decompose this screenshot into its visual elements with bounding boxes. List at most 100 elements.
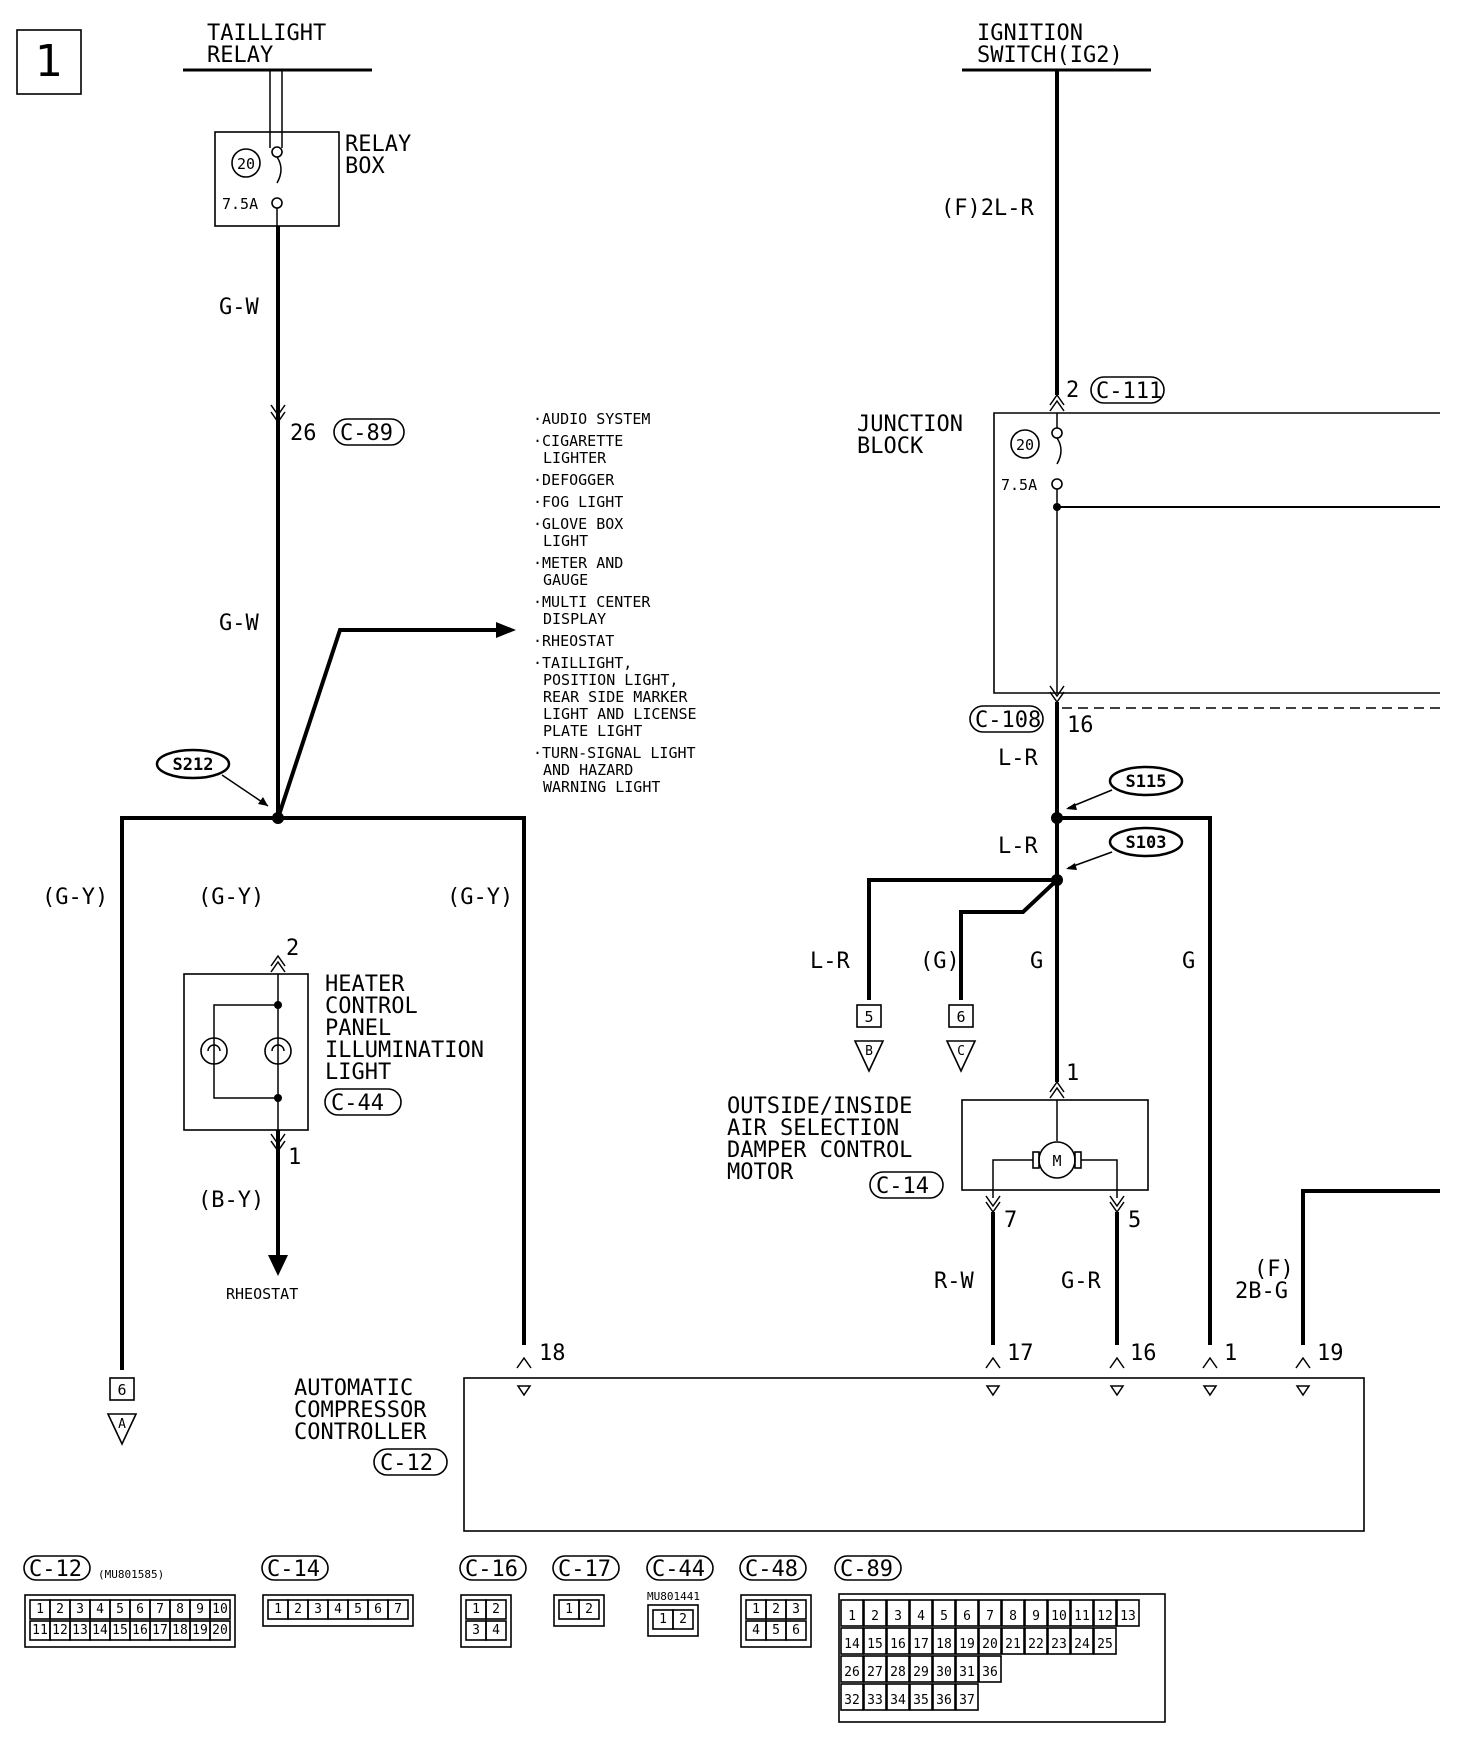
svg-text:17: 17 bbox=[152, 1623, 168, 1638]
page-number-box bbox=[16, 29, 82, 95]
svg-text:3: 3 bbox=[314, 1602, 322, 1617]
svg-text:ILLUMINATION: ILLUMINATION bbox=[325, 1038, 484, 1063]
svg-text:8: 8 bbox=[176, 1602, 184, 1617]
svg-text:28: 28 bbox=[890, 1665, 906, 1680]
svg-text:14: 14 bbox=[92, 1623, 108, 1638]
svg-text:31: 31 bbox=[959, 1665, 975, 1680]
svg-text:6: 6 bbox=[117, 1381, 126, 1399]
svg-text:12: 12 bbox=[1097, 1609, 1113, 1624]
svg-text:6: 6 bbox=[136, 1602, 144, 1617]
svg-text:C-14: C-14 bbox=[876, 1174, 929, 1199]
svg-text:24: 24 bbox=[1074, 1637, 1090, 1652]
svg-text:OUTSIDE/INSIDE: OUTSIDE/INSIDE bbox=[727, 1094, 912, 1119]
svg-text:25: 25 bbox=[1097, 1637, 1113, 1652]
svg-text:LIGHT AND LICENSE: LIGHT AND LICENSE bbox=[543, 705, 697, 723]
svg-text:2: 2 bbox=[679, 1612, 687, 1627]
rheostat-destination: RHEOSTAT bbox=[226, 1285, 298, 1303]
svg-text:5: 5 bbox=[354, 1602, 362, 1617]
svg-text:·RHEOSTAT: ·RHEOSTAT bbox=[533, 632, 614, 650]
svg-text:34: 34 bbox=[890, 1693, 906, 1708]
offpage-connector-a: 6 A bbox=[106, 1377, 138, 1446]
svg-text:18: 18 bbox=[172, 1623, 188, 1638]
svg-text:1: 1 bbox=[36, 1602, 44, 1617]
svg-text:20: 20 bbox=[982, 1637, 998, 1652]
svg-text:17: 17 bbox=[1007, 1341, 1034, 1366]
svg-text:2: 2 bbox=[492, 1602, 500, 1617]
svg-text:C-48: C-48 bbox=[745, 1557, 798, 1582]
svg-text:17: 17 bbox=[913, 1637, 929, 1652]
svg-text:PLATE LIGHT: PLATE LIGHT bbox=[543, 722, 642, 740]
svg-text:10: 10 bbox=[1051, 1609, 1067, 1624]
svg-text:C-44: C-44 bbox=[652, 1557, 705, 1582]
svg-text:16: 16 bbox=[1130, 1341, 1157, 1366]
wire-label-g-paren: (G) bbox=[920, 949, 960, 974]
splice-s212: S212 bbox=[155, 748, 269, 807]
offpage-connector-b: 5 B bbox=[853, 1004, 885, 1073]
svg-text:36: 36 bbox=[982, 1665, 998, 1680]
svg-text:·GLOVE BOX: ·GLOVE BOX bbox=[533, 515, 623, 533]
wire-label-f2lr: (F)2L-R bbox=[941, 196, 1034, 221]
svg-text:6: 6 bbox=[963, 1609, 971, 1624]
svg-text:·CIGARETTE: ·CIGARETTE bbox=[533, 432, 623, 450]
svg-text:18: 18 bbox=[936, 1637, 952, 1652]
svg-text:7.5A: 7.5A bbox=[1001, 476, 1037, 494]
wire-label-f2bg: (F) bbox=[1254, 1257, 1294, 1282]
relay-box: 20 7.5A RELAY BOX bbox=[214, 131, 411, 227]
splice-s103: S103 bbox=[1066, 826, 1184, 870]
svg-text:7: 7 bbox=[156, 1602, 164, 1617]
svg-text:1: 1 bbox=[659, 1612, 667, 1627]
svg-text:5: 5 bbox=[772, 1623, 780, 1638]
svg-text:MU801441: MU801441 bbox=[647, 1590, 700, 1603]
svg-text:3: 3 bbox=[76, 1602, 84, 1617]
svg-text:7: 7 bbox=[394, 1602, 402, 1617]
heater-control-panel-illumination-light: HEATER CONTROL PANEL ILLUMINATION LIGHT … bbox=[183, 972, 484, 1131]
svg-text:21: 21 bbox=[1005, 1637, 1021, 1652]
svg-text:LIGHT: LIGHT bbox=[543, 532, 588, 550]
svg-text:5: 5 bbox=[1128, 1208, 1141, 1233]
wire-label-g-mid: G bbox=[1030, 949, 1043, 974]
svg-text:13: 13 bbox=[72, 1623, 88, 1638]
svg-text:1: 1 bbox=[1224, 1341, 1237, 1366]
svg-text:3: 3 bbox=[472, 1623, 480, 1638]
svg-text:2: 2 bbox=[286, 936, 299, 961]
svg-text:37: 37 bbox=[959, 1693, 975, 1708]
branch-to-loads bbox=[276, 628, 508, 819]
svg-text:15: 15 bbox=[867, 1637, 883, 1652]
svg-text:6: 6 bbox=[374, 1602, 382, 1617]
svg-text:RELAY: RELAY bbox=[207, 43, 273, 68]
wire-label-gy-left: (G-Y) bbox=[42, 885, 108, 910]
svg-text:C-44: C-44 bbox=[331, 1091, 384, 1116]
splice-s115: S115 bbox=[1066, 765, 1184, 810]
offpage-connector-c: 6 C bbox=[945, 1004, 977, 1073]
svg-text:C-111: C-111 bbox=[1096, 379, 1162, 404]
svg-text:C-108: C-108 bbox=[975, 708, 1041, 733]
svg-text:C-89: C-89 bbox=[840, 1557, 893, 1582]
svg-text:BLOCK: BLOCK bbox=[857, 434, 924, 459]
svg-text:2: 2 bbox=[1066, 378, 1079, 403]
svg-text:CONTROL: CONTROL bbox=[325, 994, 418, 1019]
svg-text:36: 36 bbox=[936, 1693, 952, 1708]
svg-text:3: 3 bbox=[792, 1602, 800, 1617]
svg-text:C-12: C-12 bbox=[380, 1451, 433, 1476]
svg-text:26: 26 bbox=[844, 1665, 860, 1680]
svg-text:8: 8 bbox=[1009, 1609, 1017, 1624]
svg-text:4: 4 bbox=[492, 1623, 500, 1638]
svg-text:IGNITION: IGNITION bbox=[977, 21, 1083, 46]
svg-text:1: 1 bbox=[274, 1602, 282, 1617]
wire-label-gy-right: (G-Y) bbox=[447, 885, 513, 910]
svg-text:14: 14 bbox=[844, 1637, 860, 1652]
svg-text:16: 16 bbox=[1067, 713, 1094, 738]
taillight-relay-source: TAILLIGHT RELAY bbox=[183, 21, 372, 72]
svg-text:1: 1 bbox=[752, 1602, 760, 1617]
svg-text:3: 3 bbox=[894, 1609, 902, 1624]
svg-text:A: A bbox=[118, 1417, 126, 1432]
svg-text:·TURN-SIGNAL LIGHT: ·TURN-SIGNAL LIGHT bbox=[533, 744, 696, 762]
svg-text:AUTOMATIC: AUTOMATIC bbox=[294, 1376, 413, 1401]
svg-text:33: 33 bbox=[867, 1693, 883, 1708]
